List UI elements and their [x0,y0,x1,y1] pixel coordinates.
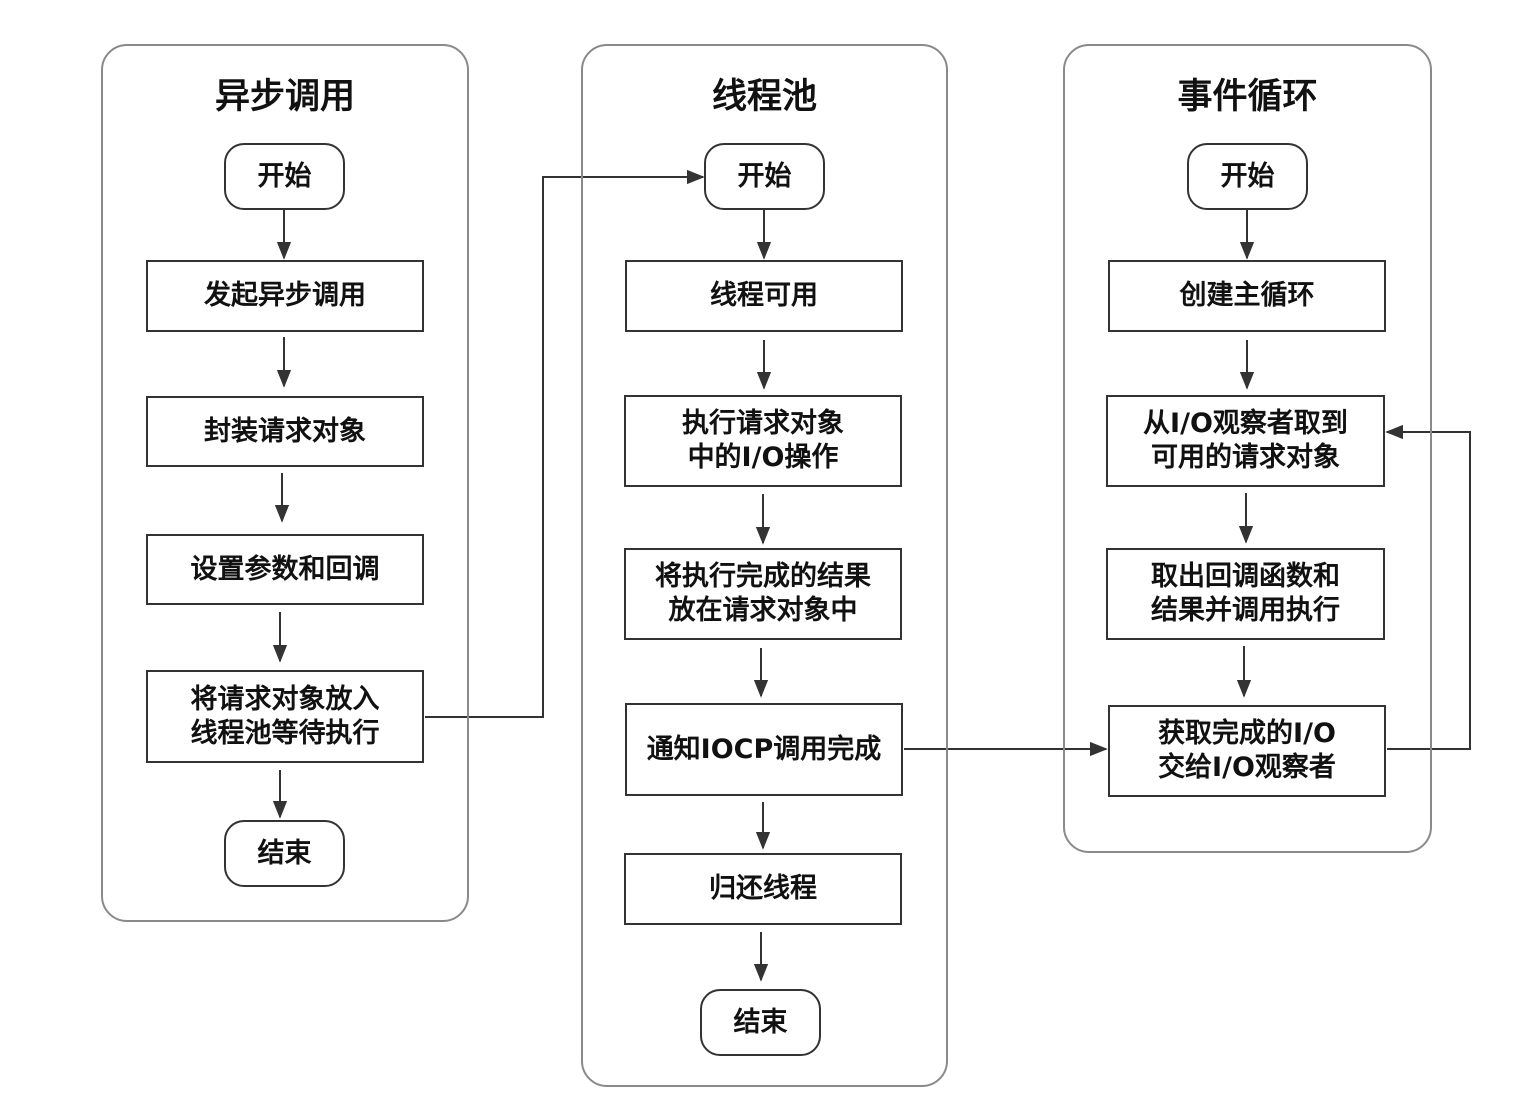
node-async-start: 开始 [224,143,345,210]
node-initiate-async-call: 发起异步调用 [146,260,424,332]
lane-thread-pool [581,44,948,1087]
node-threadpool-end: 结束 [700,989,821,1056]
node-queue-to-threadpool: 将请求对象放入 线程池等待执行 [146,670,424,763]
lane-title-event-loop: 事件循环 [1177,77,1318,117]
node-async-end: 结束 [224,820,345,887]
lane-title-thread-pool: 线程池 [711,77,817,117]
node-store-result: 将执行完成的结果 放在请求对象中 [624,548,902,640]
node-create-main-loop: 创建主循环 [1108,260,1386,332]
node-threadpool-start: 开始 [704,143,825,210]
node-execute-io: 执行请求对象 中的I/O操作 [624,395,902,487]
arrow-queue-to-threadpool-start [425,169,705,718]
node-eventloop-start: 开始 [1187,143,1308,210]
node-thread-available: 线程可用 [625,260,903,332]
lane-async-call [101,44,469,922]
node-wrap-request-object: 封装请求对象 [146,396,424,467]
lane-title-async-call: 异步调用 [214,77,355,117]
node-fetch-from-observer: 从I/O观察者取到 可用的请求对象 [1106,395,1385,487]
node-return-thread: 归还线程 [624,853,902,925]
node-hand-to-observer: 获取完成的I/O 交给I/O观察者 [1108,705,1386,797]
node-notify-iocp: 通知IOCP调用完成 [625,703,903,796]
arrow-complete-loop-back [1385,424,1471,750]
node-set-params-callback: 设置参数和回调 [146,534,424,605]
lane-event-loop [1063,44,1432,853]
node-run-callback: 取出回调函数和 结果并调用执行 [1106,548,1385,640]
